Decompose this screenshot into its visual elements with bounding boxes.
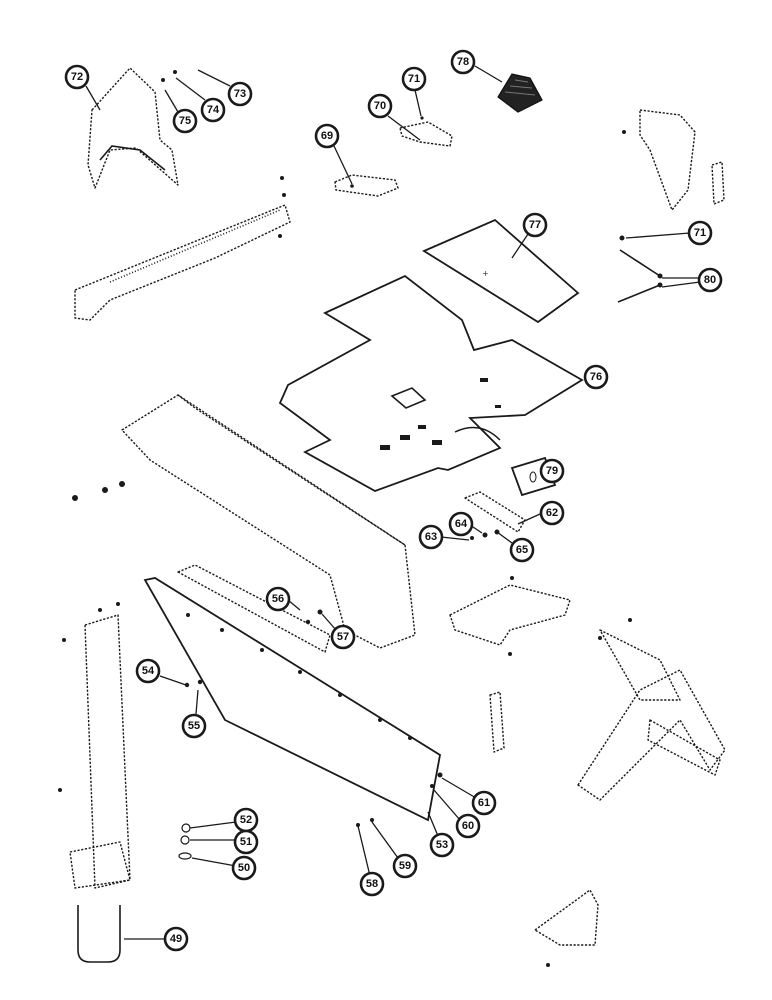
callout-label: 79 <box>546 465 558 477</box>
callout-label: 72 <box>71 71 83 83</box>
callout-label: 54 <box>142 665 155 677</box>
callout-label: 71 <box>408 73 420 85</box>
right-guard-part <box>622 109 725 211</box>
callout-label: 50 <box>238 862 250 874</box>
leader-lines <box>85 65 701 940</box>
callout-60: 60 <box>455 813 481 839</box>
callout-label: 80 <box>704 274 716 286</box>
callout-51: 51 <box>233 829 259 855</box>
callout-54: 54 <box>135 658 161 684</box>
callout-52: 52 <box>233 807 259 833</box>
callout-58: 58 <box>359 871 385 897</box>
callout-label: 77 <box>529 219 541 231</box>
callout-label: 49 <box>170 933 182 945</box>
hardware-parts <box>178 529 500 860</box>
u-bolt-49-part <box>77 905 121 963</box>
callout-label: 63 <box>425 531 437 543</box>
callout-72: 72 <box>64 64 90 90</box>
callout-75: 75 <box>172 108 198 134</box>
bracket-70-part <box>399 116 453 147</box>
callout-label: 53 <box>436 839 448 851</box>
callout-label: 78 <box>457 56 469 68</box>
rail-plate-part <box>177 564 331 653</box>
callout-71-right: 71 <box>687 220 713 246</box>
callout-label: 55 <box>188 720 200 732</box>
callout-label: 58 <box>366 878 378 890</box>
right-arm-part <box>577 618 726 801</box>
callout-78: 78 <box>450 49 476 75</box>
callout-49: 49 <box>163 926 189 952</box>
callout-label: 51 <box>240 836 252 848</box>
callout-label: 74 <box>207 104 220 116</box>
callout-55: 55 <box>181 713 207 739</box>
callout-label: 70 <box>374 100 386 112</box>
callout-label: 59 <box>399 860 411 872</box>
bracket-69-part <box>334 174 399 197</box>
callout-69: 69 <box>314 123 340 149</box>
svg-text:+: + <box>482 269 489 278</box>
callout-label: 71 <box>694 227 706 239</box>
small-post-part <box>489 691 505 753</box>
callout-label: 57 <box>337 631 349 643</box>
callout-77: 77 <box>522 212 548 238</box>
callout-74: 74 <box>200 97 226 123</box>
left-post-part <box>58 602 131 889</box>
angle-bracket-62-part <box>464 491 526 533</box>
callout-label: 75 <box>179 115 191 127</box>
callout-label: 61 <box>478 797 490 809</box>
callout-70: 70 <box>367 93 393 119</box>
callout-label: 69 <box>321 130 333 142</box>
callout-56: 56 <box>265 586 291 612</box>
tunnel-hood-part <box>72 394 416 649</box>
rods-80-part <box>617 235 663 303</box>
callout-71-top: 71 <box>401 66 427 92</box>
callout-label: 76 <box>590 371 602 383</box>
callout-label: 56 <box>272 593 284 605</box>
callout-label: 73 <box>234 88 246 100</box>
callout-label: 52 <box>240 814 252 826</box>
callout-73: 73 <box>227 81 253 107</box>
callout-59: 59 <box>392 853 418 879</box>
callout-64: 64 <box>448 511 474 537</box>
callout-80: 80 <box>697 267 723 293</box>
callout-label: 62 <box>546 507 558 519</box>
callout-label: 64 <box>455 518 468 530</box>
callout-57: 57 <box>330 624 356 650</box>
callout-79: 79 <box>539 458 565 484</box>
callout-label: 65 <box>516 544 528 556</box>
callout-76: 76 <box>583 364 609 390</box>
callout-61: 61 <box>471 790 497 816</box>
bottom-bracket-part <box>534 889 599 967</box>
side-shield-part <box>87 67 179 189</box>
floor-mat-76-part <box>278 274 584 492</box>
callout-50: 50 <box>231 855 257 881</box>
cover-plate-77-part: + <box>422 218 580 324</box>
callout-65: 65 <box>509 537 535 563</box>
callout-63: 63 <box>418 524 444 550</box>
boot-78-part <box>497 73 543 113</box>
callout-62: 62 <box>539 500 565 526</box>
callout-label: 60 <box>462 820 474 832</box>
side-panel-53-part <box>143 577 441 822</box>
callout-53: 53 <box>429 832 455 858</box>
support-frame-part <box>449 576 571 656</box>
toothed-rail-part <box>74 176 291 321</box>
